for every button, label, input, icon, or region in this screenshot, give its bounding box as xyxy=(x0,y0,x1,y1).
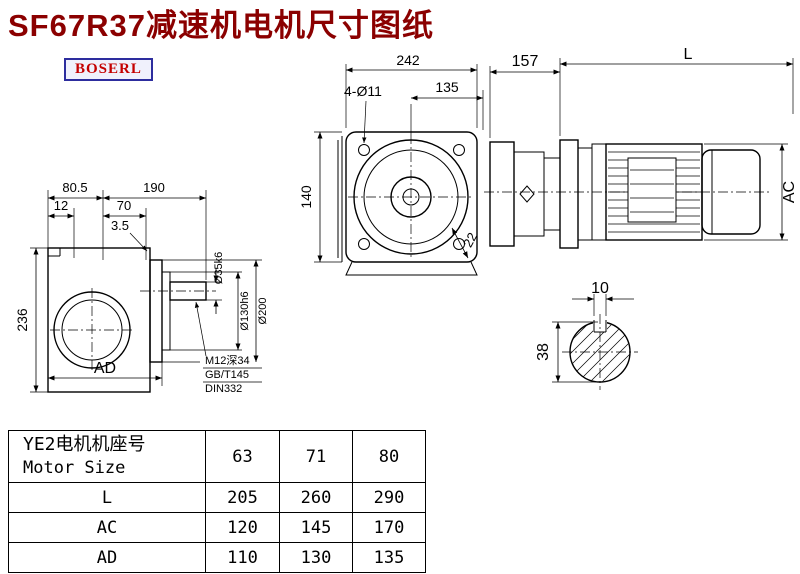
dim-38: 38 xyxy=(535,343,552,361)
dim-157: 157 xyxy=(512,53,539,70)
table-row-AD: AD 110 130 135 xyxy=(8,542,426,574)
dim-22: 22 xyxy=(460,230,480,250)
page-title: SF67R37减速机电机尺寸图纸 xyxy=(8,8,434,43)
front-view: 242 135 4-Ø11 140 22 xyxy=(298,52,484,276)
motor-view: 157 L AC xyxy=(484,46,798,249)
table-cell: 145 xyxy=(279,512,353,544)
table-cell: 80 xyxy=(352,429,426,484)
note-gb-standard: GB/T145 xyxy=(205,369,249,381)
dim-190: 190 xyxy=(143,180,165,195)
dim-L: L xyxy=(684,46,693,63)
row-label: L xyxy=(8,482,206,514)
motor-size-header-cell: YE2电机机座号 Motor Size xyxy=(8,429,206,484)
dim-shaft-diameter: Ø35k6 xyxy=(213,252,225,284)
motor-dimension-table: YE2电机机座号 Motor Size 63 71 80 L 205 260 2… xyxy=(8,429,426,574)
shaft-section-view: 10 38 xyxy=(535,280,638,390)
side-view: 80.5 190 12 70 3.5 236 AD Ø35k6 xyxy=(14,180,269,395)
table-cell: 135 xyxy=(352,542,426,574)
dim-135: 135 xyxy=(435,79,459,95)
dim-80-5: 80.5 xyxy=(62,180,87,195)
dim-AC: AC xyxy=(781,181,798,203)
brand-logo: BOSERL xyxy=(64,58,153,81)
dim-12: 12 xyxy=(54,198,68,213)
table-cell: 260 xyxy=(279,482,353,514)
dim-140: 140 xyxy=(298,185,314,209)
dim-236: 236 xyxy=(14,308,30,332)
dim-AD: AD xyxy=(94,360,116,377)
table-cell: 205 xyxy=(205,482,280,514)
row-label: AD xyxy=(8,542,206,574)
table-row-L: L 205 260 290 xyxy=(8,482,426,514)
table-cell: 170 xyxy=(352,512,426,544)
table-cell: 110 xyxy=(205,542,280,574)
dim-242: 242 xyxy=(396,52,420,68)
table-row-AC: AC 120 145 170 xyxy=(8,512,426,544)
dim-flange-diameter: Ø200 xyxy=(257,298,269,325)
dim-spigot-diameter: Ø130h6 xyxy=(239,291,251,330)
dim-70: 70 xyxy=(117,198,131,213)
motor-size-label-en: Motor Size xyxy=(23,458,126,479)
table-cell: 130 xyxy=(279,542,353,574)
table-cell: 120 xyxy=(205,512,280,544)
dim-bolt-holes: 4-Ø11 xyxy=(344,83,382,99)
dim-3-5: 3.5 xyxy=(111,218,129,233)
table-header-row: YE2电机机座号 Motor Size 63 71 80 xyxy=(8,429,426,484)
motor-size-label-cn: YE2电机机座号 xyxy=(23,434,146,455)
note-tapped-hole: M12深34 xyxy=(205,354,250,367)
row-label: AC xyxy=(8,512,206,544)
table-cell: 71 xyxy=(279,429,353,484)
note-din-standard: DIN332 xyxy=(205,383,242,395)
table-cell: 290 xyxy=(352,482,426,514)
dim-10: 10 xyxy=(591,280,609,297)
table-cell: 63 xyxy=(205,429,280,484)
technical-drawing: 242 135 4-Ø11 140 22 xyxy=(14,46,798,395)
